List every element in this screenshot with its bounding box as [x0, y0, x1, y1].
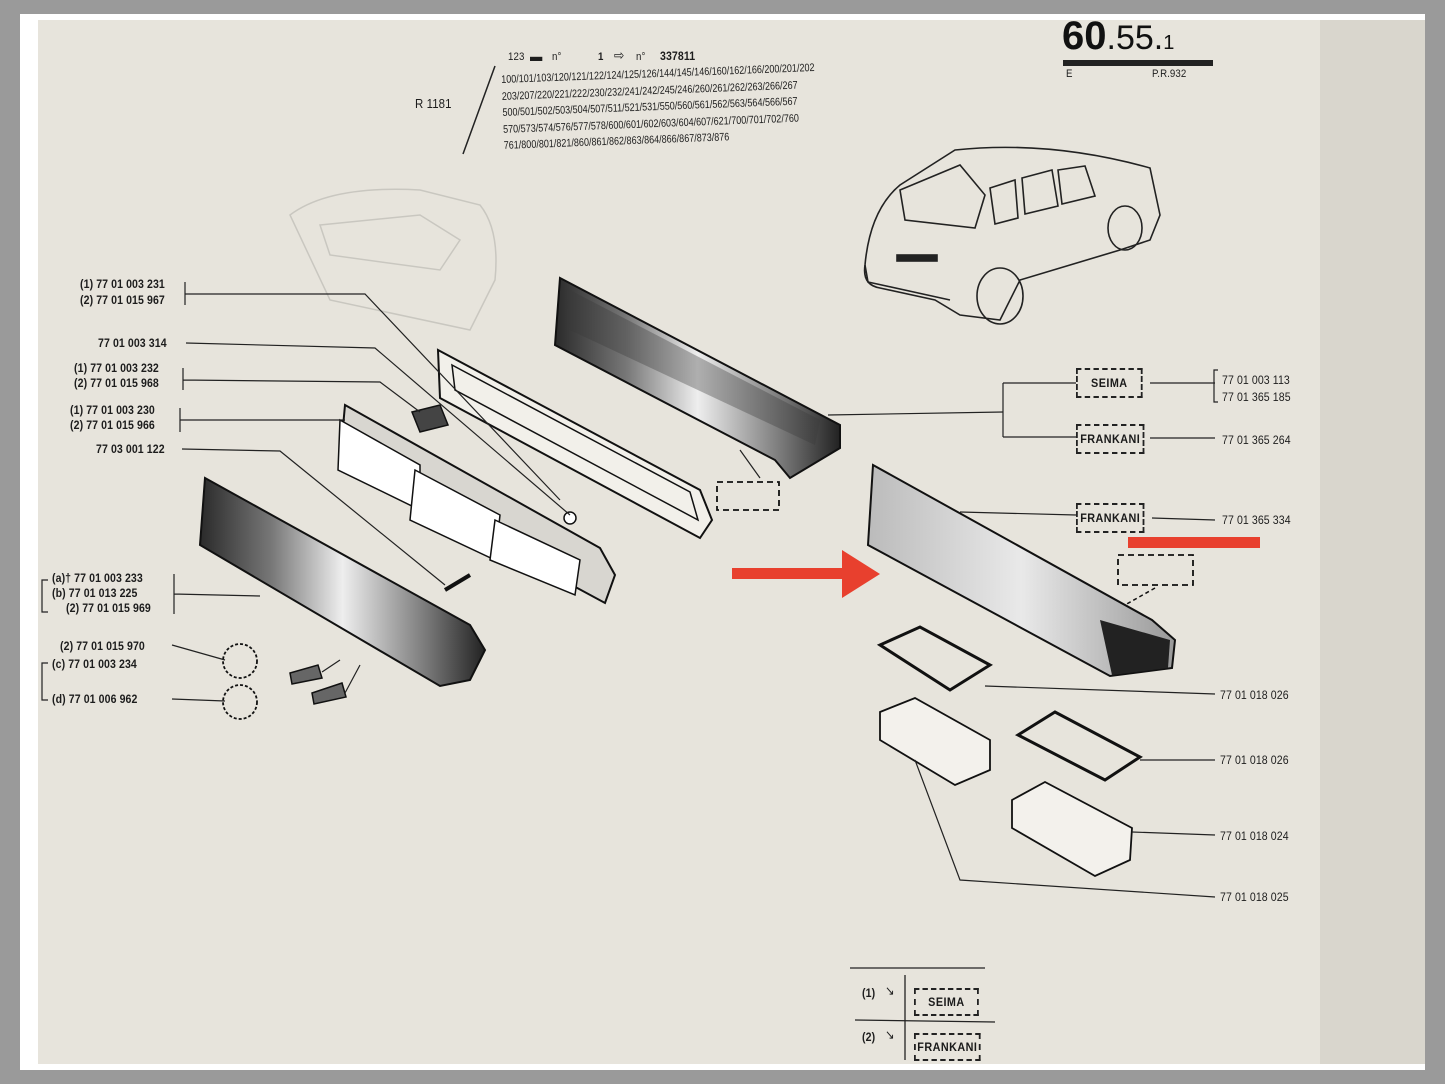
application-codes: 100/101/103/120/121/122/124/125/126/144/… [500, 36, 817, 154]
part-label: 77 01 365 334 [1222, 513, 1291, 527]
legend-arrow-icon: ↘ [885, 983, 895, 998]
rear-housing [553, 276, 841, 480]
part-label: 77 01 003 314 [98, 336, 167, 350]
lamp-box-2 [1011, 780, 1133, 878]
legend-box-frankani: FRANKANI [914, 1033, 981, 1061]
part-label: (2) 77 01 015 970 [60, 639, 145, 653]
supplier-box-frankani: FRANKANI [1076, 503, 1145, 533]
washer [563, 511, 577, 525]
part-label: (1) 77 01 003 230 [70, 403, 155, 417]
part-label: (2) 77 01 015 967 [80, 293, 165, 307]
part-label: 77 03 001 122 [96, 442, 165, 456]
part-label: 77 01 018 024 [1220, 829, 1289, 843]
page-number: 60.55.1 [1062, 14, 1174, 59]
page-number-bar [1063, 60, 1213, 66]
part-label: (1) 77 01 003 232 [74, 361, 159, 375]
part-label: (2) 77 01 015 969 [66, 601, 151, 615]
legend-number: (1) [862, 986, 876, 1000]
part-label: (c) 77 01 003 234 [52, 657, 137, 671]
fastener-d [222, 684, 258, 720]
right-leader-lines [827, 369, 1218, 898]
legend-box-seima: SEIMA [914, 988, 979, 1016]
part-label: (1) 77 01 003 231 [80, 277, 165, 291]
page-number-major: 60 [1062, 14, 1107, 58]
fastener-c [222, 643, 258, 679]
new-lens [866, 463, 1177, 678]
part-label: 77 01 365 185 [1222, 390, 1291, 404]
page-number-mid: .55. [1106, 19, 1164, 57]
car-illustration [863, 146, 1161, 325]
car-symbol-icon: ▬ [530, 48, 543, 64]
part-label: 77 01 003 113 [1222, 373, 1290, 387]
right-lamp-assembly [866, 463, 1194, 878]
part-label: 77 01 365 264 [1222, 433, 1291, 447]
part-label: 77 01 018 025 [1220, 890, 1289, 904]
label-placeholder-right [1117, 554, 1194, 586]
part-label: 77 01 018 026 [1220, 753, 1289, 767]
part-label: (2) 77 01 015 966 [70, 418, 155, 432]
from-number: 1 [598, 51, 604, 63]
serial-symbol: n° [552, 51, 562, 63]
legend-number: (2) [862, 1030, 876, 1044]
ghost-car-drawing [289, 188, 497, 331]
legend-table [850, 967, 996, 1060]
part-label: (2) 77 01 015 968 [74, 376, 159, 390]
part-label: (a)† 77 01 003 233 [52, 571, 143, 585]
gasket-1 [876, 625, 993, 692]
serial-number: 337811 [660, 49, 696, 63]
pr-reference: P.R.932 [1152, 68, 1187, 80]
from-symbol: n° [636, 51, 646, 63]
edition-letter: E [1066, 68, 1073, 80]
header-divider [462, 65, 496, 155]
red-underline [1128, 537, 1260, 548]
part-label: (d) 77 01 006 962 [52, 692, 138, 706]
catalog-ref: R 1181 [415, 96, 452, 111]
screw [443, 573, 472, 592]
part-label: (b) 77 01 013 225 [52, 586, 138, 600]
label-placeholder-left [716, 481, 780, 511]
lamp-box-1 [879, 697, 991, 787]
arrow-right-icon: ⇨ [614, 47, 625, 63]
legend-arrow-icon: ↘ [885, 1027, 895, 1042]
part-label: 77 01 018 026 [1220, 688, 1289, 702]
next-page-edge [1320, 20, 1425, 1064]
gasket-2 [1014, 710, 1143, 782]
front-lens [198, 476, 487, 688]
model-prefix: 123 [508, 51, 525, 63]
page-number-minor: 1 [1163, 32, 1175, 54]
red-arrow-right [732, 550, 880, 598]
left-leader-lines [41, 282, 761, 702]
supplier-box-seima: SEIMA [1076, 368, 1143, 398]
supplier-box-frankani: FRANKANI [1076, 424, 1145, 454]
left-lamp-assembly [198, 276, 841, 720]
clip [410, 404, 450, 433]
